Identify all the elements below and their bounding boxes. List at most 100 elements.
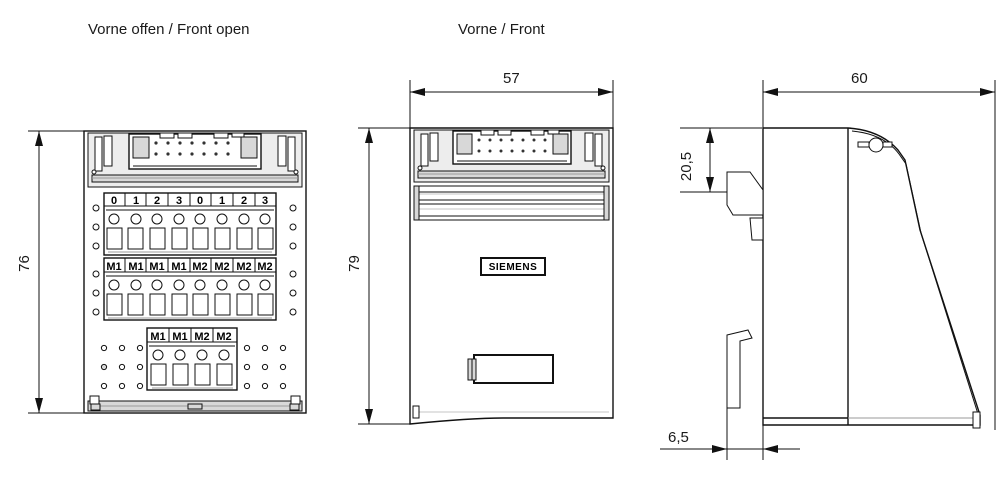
connector-block-open <box>128 133 262 170</box>
siemens-logo-plate <box>480 257 546 276</box>
connector-key-right-front <box>552 133 569 155</box>
terminal-number: 0 <box>111 195 117 207</box>
side-profile-outline <box>762 127 981 426</box>
view-title-front: Vorne / Front <box>458 21 545 38</box>
dot-grid-right-open <box>243 344 287 390</box>
rail-screw-left-front <box>417 165 423 171</box>
connector-tab-c-open <box>213 132 229 139</box>
connector-block-front <box>452 130 572 165</box>
terminal-bottom-slots <box>150 363 233 386</box>
cover-band-3-front <box>413 215 610 221</box>
arrow-79-top <box>365 128 373 143</box>
bottom-corner-front <box>412 405 420 419</box>
terminal-number: 2 <box>241 195 247 207</box>
vent-left-open <box>94 136 103 172</box>
terminal-label: M2 <box>194 331 209 343</box>
terminal-bottom-screw-circles <box>152 349 230 361</box>
terminal-block-top-dividers <box>124 193 256 206</box>
bottom-foot-center-open <box>187 403 203 410</box>
dimension-label-offset-bottom-side: 6,5 <box>668 429 689 446</box>
vent-right-front <box>594 133 603 167</box>
terminal-block-top-numbers: 0 1 2 3 0 1 2 3 <box>111 195 268 207</box>
rail-screw-left-open <box>91 169 97 175</box>
vent-left2-front <box>429 132 439 162</box>
view-front-open: 0 1 2 3 0 1 2 3 <box>28 130 307 414</box>
connector-tab-c-front <box>530 129 545 136</box>
connector-key-left-open <box>132 136 150 159</box>
side-rear-bracket-lower <box>726 329 753 409</box>
side-rear-tab <box>749 217 764 241</box>
arrow-205-bottom <box>706 177 714 192</box>
cover-band-1-front <box>413 185 610 193</box>
terminal-label: M1 <box>149 261 164 273</box>
arrow-57-right <box>598 88 613 96</box>
view-front: SIEMENS <box>358 80 614 425</box>
dimension-label-width-front: 57 <box>503 70 520 87</box>
terminal-label: M2 <box>216 331 231 343</box>
arrow-60-left <box>763 88 778 96</box>
dot-grid-left-open <box>100 344 144 390</box>
vent-left-front <box>420 133 429 167</box>
connector-tab-b-open <box>177 132 193 139</box>
arrow-60-right <box>980 88 995 96</box>
terminal-number: 1 <box>219 195 225 207</box>
terminal-number: 3 <box>176 195 182 207</box>
connector-key-left-front <box>456 133 473 155</box>
terminal-block-middle-labels: M1 M1 M1 M1 M2 M2 M2 M2 <box>106 261 272 273</box>
arrow-205-top <box>706 128 714 143</box>
terminal-number: 2 <box>154 195 160 207</box>
terminal-label: M2 <box>214 261 229 273</box>
terminal-number: 3 <box>262 195 268 207</box>
vent-right-open <box>287 136 296 172</box>
terminal-label: M1 <box>171 261 186 273</box>
cover-hinge-right-front <box>603 185 610 221</box>
terminal-block-middle-dividers <box>124 258 256 272</box>
dimension-label-depth-side: 60 <box>851 70 868 87</box>
siemens-logo-text: SIEMENS <box>489 262 538 273</box>
view-title-front-open: Vorne offen / Front open <box>88 21 250 38</box>
connector-pin-matrix-front <box>477 138 547 153</box>
connector-key-right-open <box>240 136 258 159</box>
side-latch-detail <box>857 137 893 153</box>
terminal-label: M1 <box>106 261 121 273</box>
vent-left2-open <box>103 135 113 167</box>
view-side <box>660 80 996 460</box>
side-rear-bracket-upper <box>726 171 764 216</box>
terminal-top-screw-circles <box>108 213 271 225</box>
arrow-65-left <box>712 445 727 453</box>
terminal-label: M2 <box>236 261 251 273</box>
terminal-number: 1 <box>133 195 139 207</box>
terminal-middle-slots <box>106 293 274 316</box>
arrow-79-bottom <box>365 409 373 424</box>
arrow-76-bottom <box>35 398 43 413</box>
terminal-block-bottom-labels: M1 M1 M2 M2 <box>150 331 231 343</box>
rail-screw-right-open <box>293 169 299 175</box>
side-front-foot <box>972 411 981 429</box>
connector-tab-a-open <box>159 132 175 139</box>
bottom-foot-left-open <box>90 403 101 411</box>
terminal-label: M1 <box>172 331 187 343</box>
connector-tab-a-front <box>480 129 495 136</box>
connector-tab-b-front <box>497 129 512 136</box>
connector-tab-d-front <box>547 129 560 135</box>
arrow-65-right <box>763 445 778 453</box>
cover-hinge-left-front <box>413 185 420 221</box>
cover-band-2-front <box>413 199 610 205</box>
rail-screw-right-front <box>600 165 606 171</box>
arrow-57-left <box>410 88 425 96</box>
terminal-label: M2 <box>192 261 207 273</box>
terminal-middle-screw-circles <box>108 279 271 291</box>
side-screws-top-open <box>92 204 297 250</box>
label-plate-front <box>473 354 554 384</box>
terminal-label: M1 <box>128 261 143 273</box>
vent-right2-front <box>584 132 594 162</box>
connector-tab-d-open <box>231 132 245 138</box>
terminal-number: 0 <box>197 195 203 207</box>
bottom-clip-right-open <box>290 395 301 405</box>
bottom-foot-right-open <box>289 403 300 411</box>
terminal-top-slots <box>106 227 274 250</box>
vent-right2-open <box>277 135 287 167</box>
terminal-label: M2 <box>257 261 272 273</box>
arrow-76-top <box>35 131 43 146</box>
